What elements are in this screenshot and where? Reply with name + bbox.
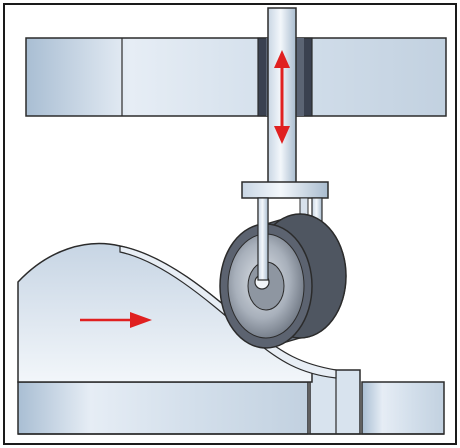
roller-wheel xyxy=(219,213,347,349)
wheel-fork-front-arm xyxy=(257,197,269,281)
arrow-right-icon xyxy=(80,312,152,328)
shaft-collar xyxy=(241,181,329,199)
lower-die xyxy=(17,369,445,435)
double-arrow-vertical-icon xyxy=(274,50,290,144)
vertical-shaft xyxy=(267,7,297,189)
upper-guide-bar xyxy=(25,37,447,117)
